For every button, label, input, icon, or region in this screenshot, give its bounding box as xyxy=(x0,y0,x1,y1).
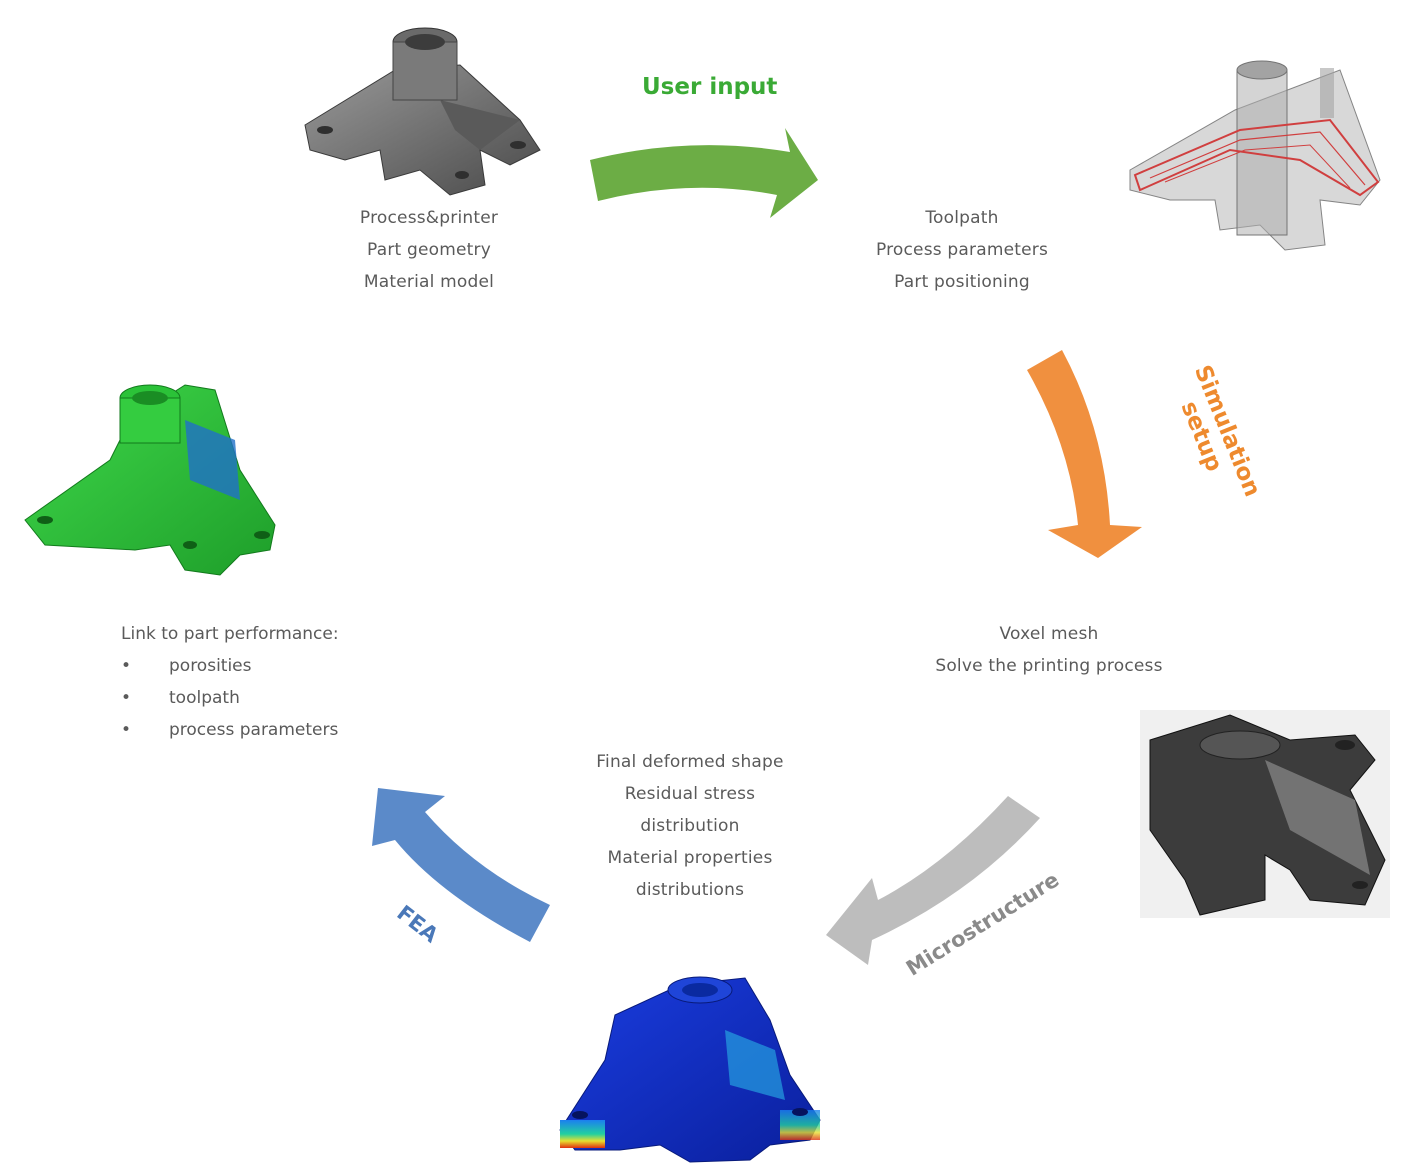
setup-line: Part positioning xyxy=(894,272,1030,292)
solve-line: Solve the printing process xyxy=(935,656,1163,676)
solve-line: Voxel mesh xyxy=(999,624,1099,644)
user-input-arrow xyxy=(590,128,818,218)
results-text-block: Final deformed shape Residual stress dis… xyxy=(570,746,810,906)
user-input-label: User input xyxy=(642,74,778,100)
inputs-line: Material model xyxy=(363,272,495,292)
inputs-line: Process&printer xyxy=(359,208,499,228)
results-line: Material properties xyxy=(607,848,773,868)
bullet-icon: • xyxy=(121,720,132,740)
microstructure-arrow xyxy=(826,796,1040,965)
performance-heading: Link to part performance: xyxy=(121,618,421,650)
voxel-part-icon xyxy=(1140,710,1390,918)
setup-line: Process parameters xyxy=(875,240,1049,260)
results-line: Residual stress xyxy=(624,784,756,804)
results-line: distributions xyxy=(635,880,745,900)
solve-text-block: Voxel mesh Solve the printing process xyxy=(909,618,1189,682)
stress-part-icon xyxy=(559,976,821,1163)
results-line: distribution xyxy=(640,816,740,836)
bullet-text: process parameters xyxy=(169,720,339,740)
inputs-text-block: Process&printer Part geometry Material m… xyxy=(309,202,549,298)
setup-text-block: Toolpath Process parameters Part positio… xyxy=(842,202,1082,298)
simulation-arrow xyxy=(1027,350,1142,558)
performance-text-block: Link to part performance: • porosities •… xyxy=(121,618,421,746)
gray-part-icon xyxy=(304,27,541,196)
performance-bullet-item: • porosities xyxy=(121,650,421,682)
inputs-line: Part geometry xyxy=(367,240,491,260)
bullet-icon: • xyxy=(121,688,132,708)
results-line: Final deformed shape xyxy=(596,752,784,772)
fea-arrow xyxy=(372,788,550,942)
performance-heading-text: Link to part performance: xyxy=(121,624,339,644)
toolpath-part-icon xyxy=(1129,60,1381,251)
bullet-icon: • xyxy=(121,656,132,676)
setup-line: Toolpath xyxy=(925,208,999,228)
performance-bullet-item: • process parameters xyxy=(121,714,421,746)
performance-part-icon xyxy=(24,384,276,576)
bullet-text: porosities xyxy=(169,656,252,676)
performance-bullet-item: • toolpath xyxy=(121,682,421,714)
bullet-text: toolpath xyxy=(169,688,240,708)
